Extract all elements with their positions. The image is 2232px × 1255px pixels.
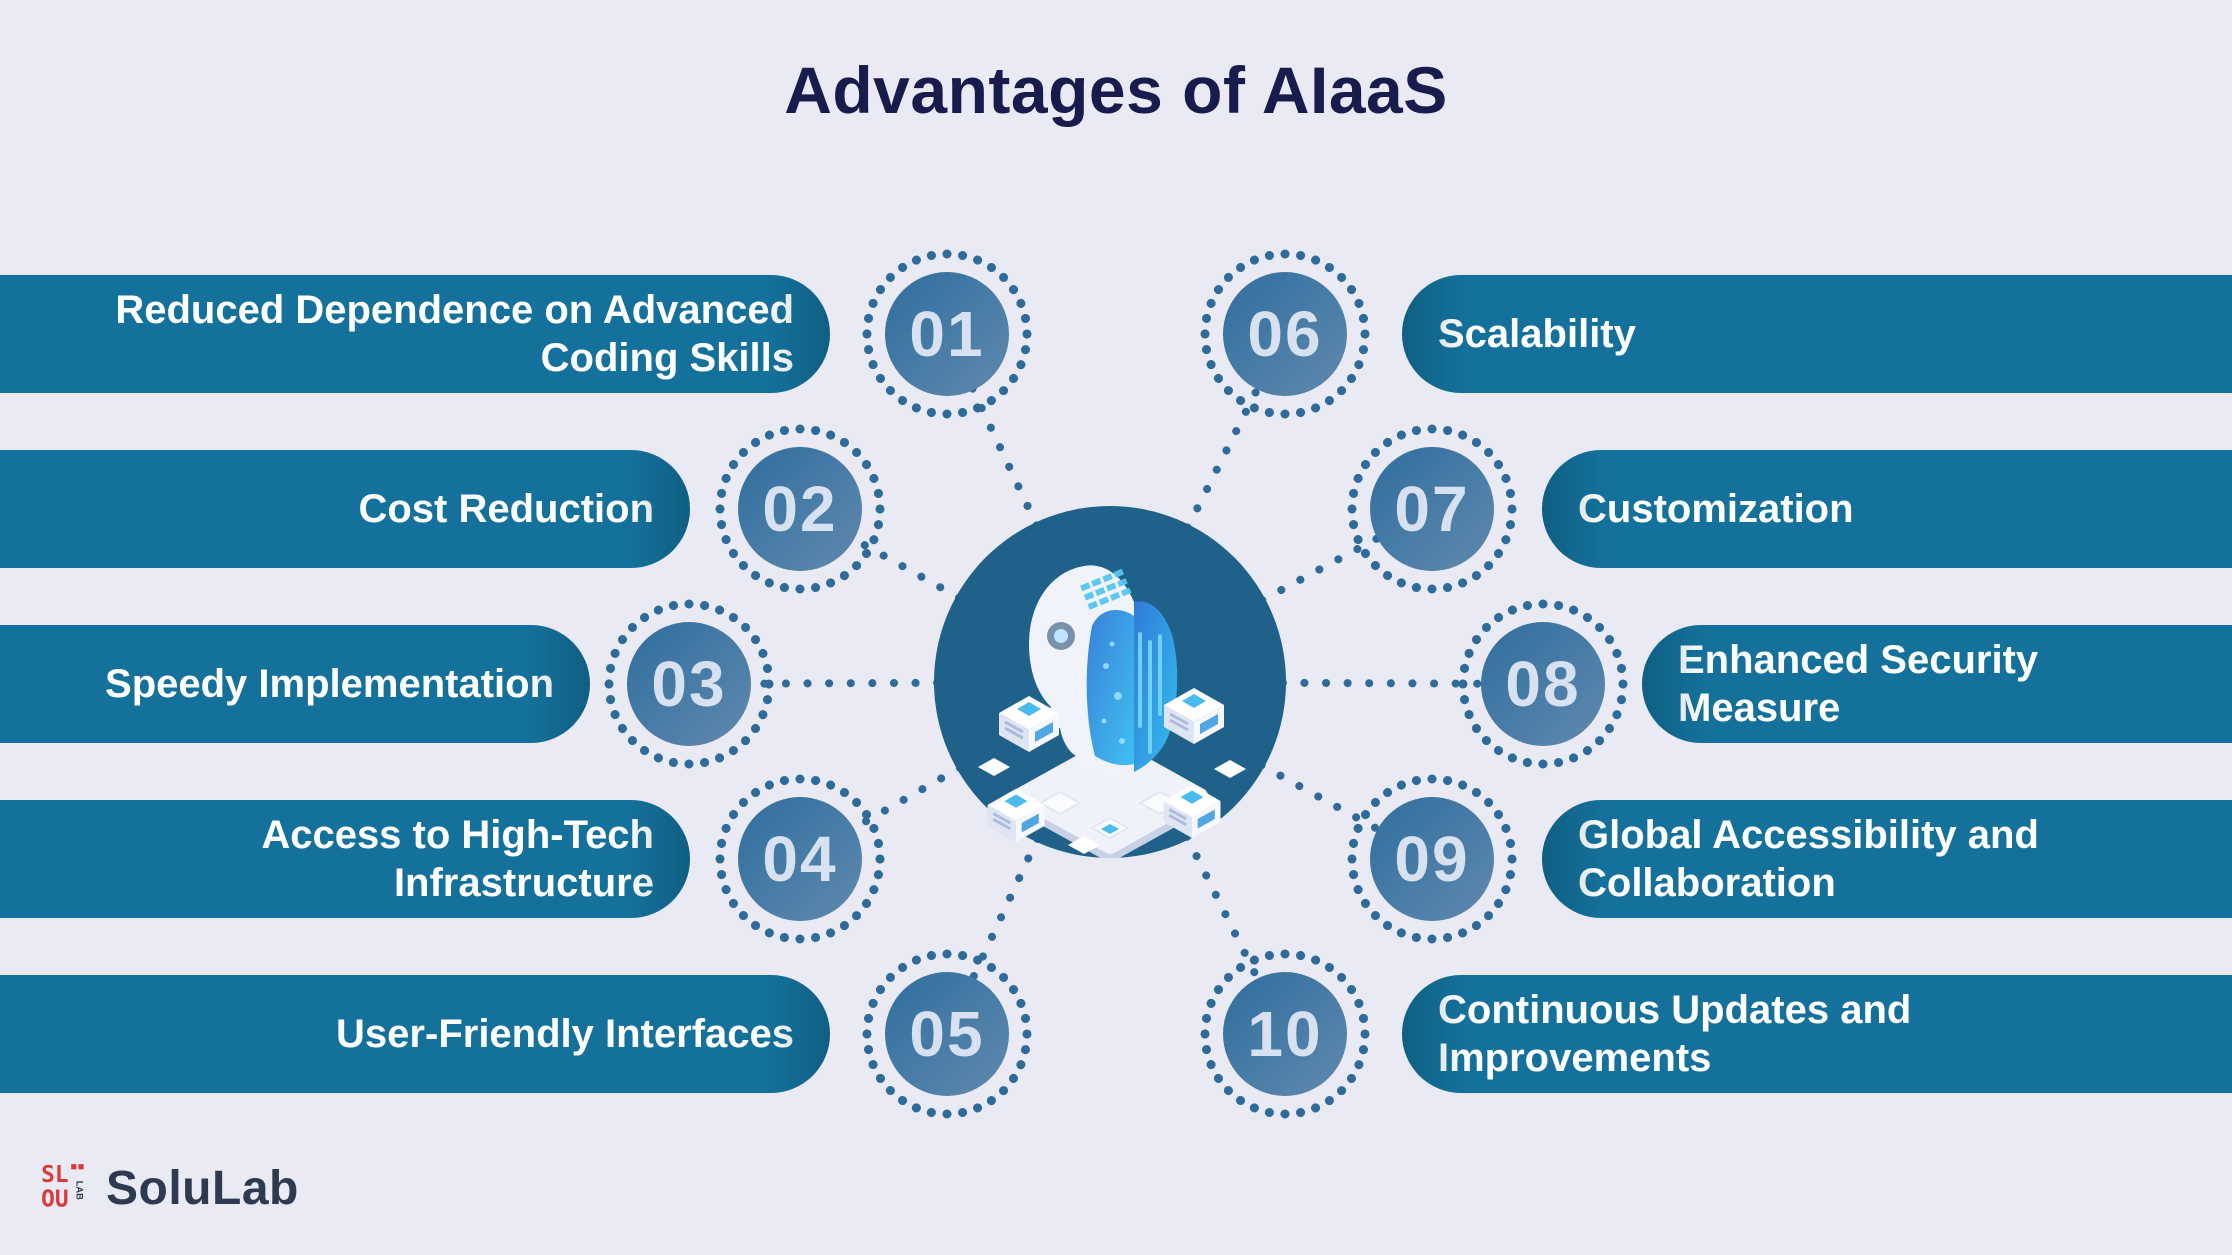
advantage-label: Continuous Updates and Improvements — [1438, 988, 1912, 1080]
dotted-ring-icon — [715, 424, 885, 594]
logo-mark-lab: LAB — [74, 1181, 84, 1200]
hub — [934, 506, 1286, 862]
data-stream — [1138, 632, 1162, 754]
advantage-banner-04: Access to High-Tech Infrastructure — [0, 800, 690, 918]
brand-name: SoluLab — [106, 1161, 299, 1215]
dotted-ring-icon — [862, 249, 1032, 419]
ai-head-illustration — [934, 506, 1286, 862]
dotted-ring-icon — [1200, 249, 1370, 419]
ground-tile — [1068, 836, 1100, 854]
advantage-banner-09: Global Accessibility and Collaboration — [1542, 800, 2232, 918]
advantage-banner-05: User-Friendly Interfaces — [0, 975, 830, 1093]
ground-tile — [1214, 760, 1246, 778]
advantage-banner-08: Enhanced Security Measure — [1642, 625, 2232, 743]
advantage-label: Reduced Dependence on Advanced Coding Sk… — [115, 288, 794, 380]
solulab-logo-icon: SL OU LAB — [41, 1162, 84, 1213]
advantage-number: 05 — [909, 998, 985, 1070]
advantage-label: User-Friendly Interfaces — [336, 1012, 794, 1056]
dotted-ring-icon — [1347, 424, 1517, 594]
server-box-icon — [999, 696, 1059, 752]
advantage-number: 04 — [762, 823, 838, 895]
advantage-number: 09 — [1394, 823, 1470, 895]
advantage-label: Global Accessibility and Collaboration — [1578, 813, 2039, 905]
solulab-logo: SL OU LAB SoluLab — [40, 1160, 299, 1216]
advantage-node-09: 09 — [1345, 772, 1519, 946]
advantage-banner-10: Continuous Updates and Improvements — [1402, 975, 2232, 1093]
advantage-node-06: 06 — [1198, 247, 1372, 421]
advantage-label: Scalability — [1438, 312, 1636, 356]
advantage-number: 08 — [1505, 648, 1581, 720]
advantage-label: Customization — [1578, 487, 1854, 531]
advantage-node-01: 01 — [860, 247, 1034, 421]
advantage-node-02: 02 — [713, 422, 887, 596]
connector-line — [1106, 678, 1547, 688]
dotted-ring-icon — [862, 949, 1032, 1119]
dotted-ring-icon — [1347, 774, 1517, 944]
advantage-number: 06 — [1247, 298, 1323, 370]
advantage-number: 10 — [1247, 998, 1323, 1070]
page-title: Advantages of AIaaS — [784, 53, 1448, 127]
dotted-ring-icon — [604, 599, 774, 769]
advantage-banner-01: Reduced Dependence on Advanced Coding Sk… — [0, 275, 830, 393]
advantage-number: 07 — [1394, 473, 1470, 545]
ground-tile — [978, 758, 1010, 776]
advantage-number: 01 — [909, 298, 985, 370]
advantage-label: Access to High-Tech Infrastructure — [261, 813, 654, 905]
dotted-ring-icon — [1200, 949, 1370, 1119]
server-box-icon — [1163, 784, 1221, 838]
advantage-banner-07: Customization — [1542, 450, 2232, 568]
advantage-node-03: 03 — [602, 597, 776, 771]
server-box-icon — [1164, 688, 1224, 744]
dotted-ring-icon — [1458, 599, 1628, 769]
chip-grid — [1080, 568, 1132, 610]
logo-mark-text: SL — [41, 1162, 68, 1188]
advantage-node-05: 05 — [860, 947, 1034, 1121]
advantage-number: 02 — [762, 473, 838, 545]
advantage-number: 03 — [651, 648, 727, 720]
advantage-banner-02: Cost Reduction — [0, 450, 690, 568]
data-dots — [1101, 641, 1125, 744]
advantage-banner-06: Scalability — [1402, 275, 2232, 393]
advantage-label: Speedy Implementation — [105, 662, 554, 706]
logo-mark-text: OU — [41, 1187, 68, 1213]
advantage-node-10: 10 — [1198, 947, 1372, 1121]
advantage-label: Enhanced Security Measure — [1678, 638, 2039, 730]
advantage-banner-03: Speedy Implementation — [0, 625, 590, 743]
advantage-node-07: 07 — [1345, 422, 1519, 596]
advantage-node-08: 08 — [1456, 597, 1630, 771]
advantage-node-04: 04 — [713, 772, 887, 946]
dotted-ring-icon — [715, 774, 885, 944]
advantage-label: Cost Reduction — [358, 487, 654, 531]
server-box-icon — [987, 788, 1045, 842]
